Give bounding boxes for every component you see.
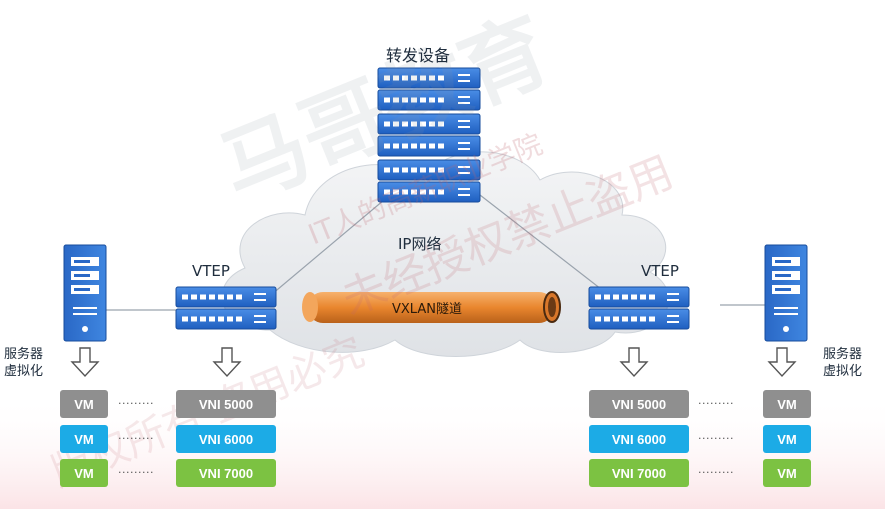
floor-tint — [0, 395, 885, 509]
forwarding-device-stack — [377, 67, 481, 203]
down-arrow-icon — [70, 347, 100, 378]
server-left — [63, 244, 107, 342]
down-arrow-icon — [619, 347, 649, 378]
left-dots-3: ········· — [118, 466, 154, 479]
ip-network-label: IP网络 — [398, 235, 442, 253]
left-vm-1: VM — [60, 390, 108, 418]
down-arrows — [70, 347, 797, 378]
right-vni-2: VNI 6000 — [589, 425, 689, 453]
vtep-left-label: VTEP — [192, 262, 230, 280]
down-arrow-icon — [212, 347, 242, 378]
tunnel-label: VXLAN隧道 — [392, 302, 462, 317]
right-vm-3: VM — [763, 459, 811, 487]
right-dots-3: ········· — [698, 466, 734, 479]
vtep-right-label: VTEP — [641, 262, 679, 280]
left-vni-2: VNI 6000 — [176, 425, 276, 453]
left-vm-3: VM — [60, 459, 108, 487]
server-virt-right-label: 服务器 虚拟化 — [823, 347, 863, 379]
left-dots-1: ········· — [118, 397, 154, 410]
server-virt-left-label: 服务器 虚拟化 — [4, 347, 44, 379]
right-vm-1: VM — [763, 390, 811, 418]
right-vni-3: VNI 7000 — [589, 459, 689, 487]
vtep-left-switch — [175, 286, 277, 330]
left-vm-2: VM — [60, 425, 108, 453]
server-right — [764, 244, 808, 342]
vxlan-tunnel — [302, 291, 561, 323]
right-vm-2: VM — [763, 425, 811, 453]
right-vni-1: VNI 5000 — [589, 390, 689, 418]
left-dots-2: ········· — [118, 432, 154, 445]
down-arrow-icon — [767, 347, 797, 378]
left-vni-3: VNI 7000 — [176, 459, 276, 487]
vtep-right-switch — [588, 286, 690, 330]
right-dots-1: ········· — [698, 397, 734, 410]
left-vni-1: VNI 5000 — [176, 390, 276, 418]
forward-device-label: 转发设备 — [386, 46, 451, 65]
connection-lines — [105, 194, 765, 311]
right-dots-2: ········· — [698, 432, 734, 445]
